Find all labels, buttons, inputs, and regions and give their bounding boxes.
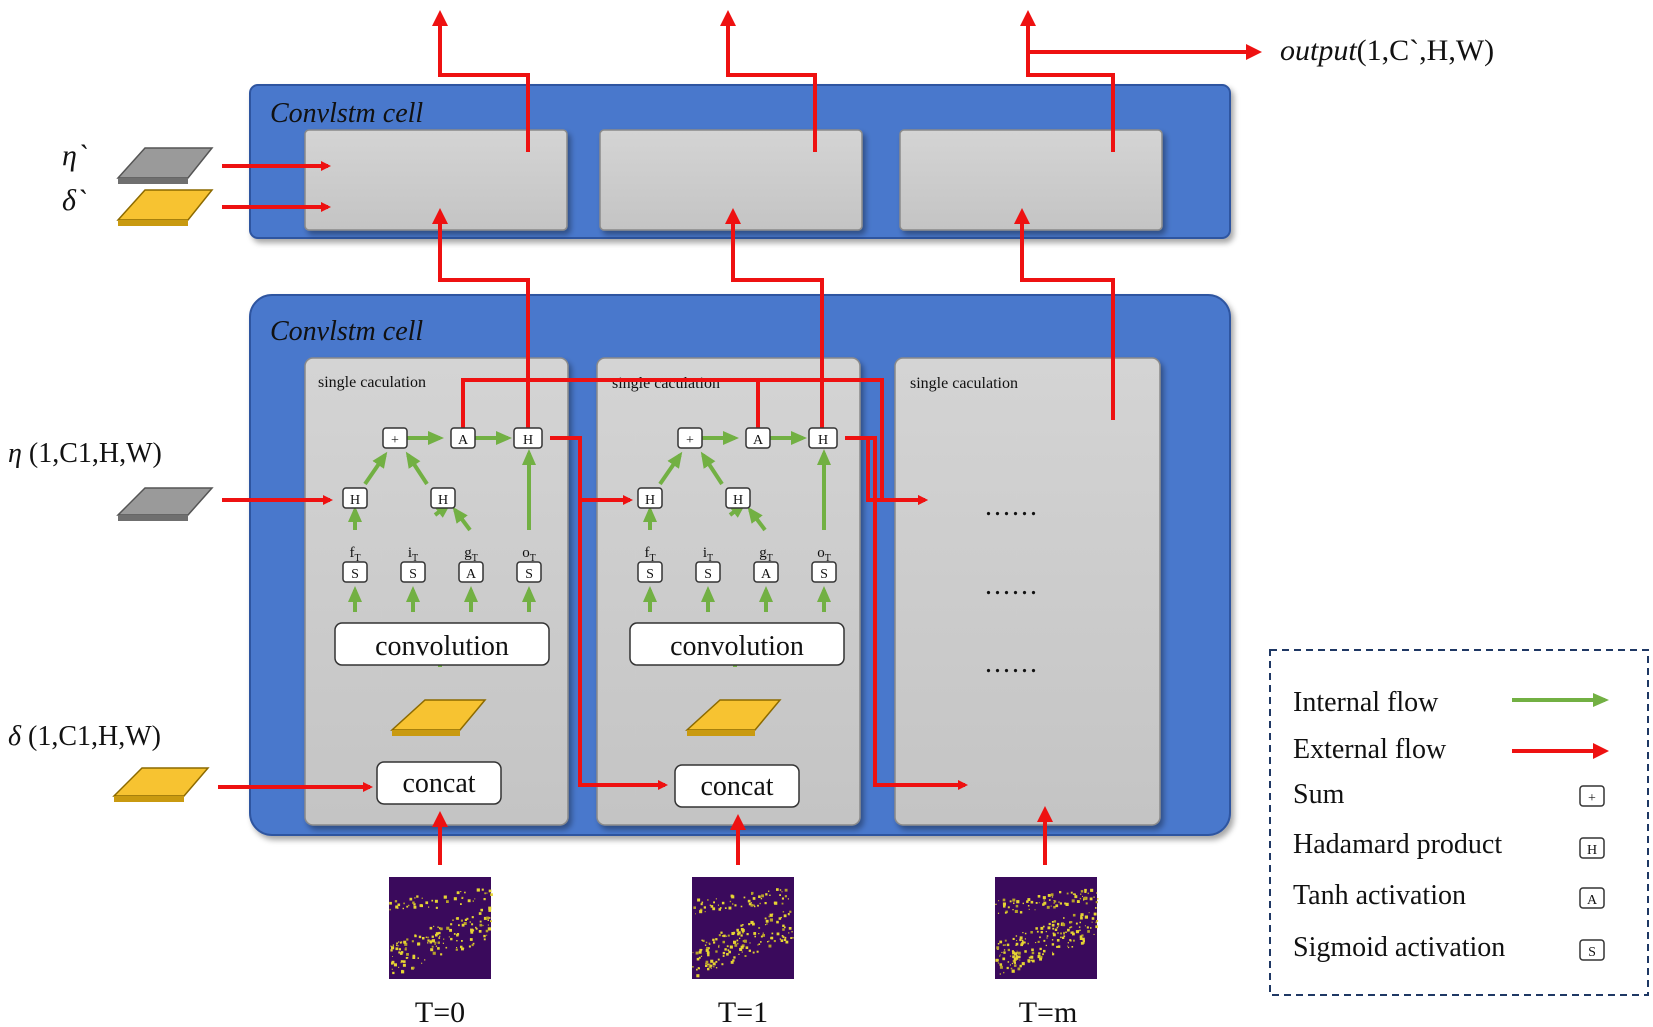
timestep-label-m: T=m [1019,996,1078,1027]
panel-3-dots-3: ...... [985,648,1039,679]
panel-2-hadamard-out: H [818,433,828,448]
panel-2-convolution-box [629,622,845,666]
legend-tanh-label: Tanh activation [1293,880,1466,911]
panel-1-concat-box [376,761,502,805]
delta-layer [112,767,210,797]
input-image-tm [995,877,1099,979]
panel-1-tanh-g: A [466,567,477,582]
legend-sum-label: Sum [1293,779,1345,810]
panel-1-hadamard-ig: H [438,493,448,508]
legend-internal-flow-label: Internal flow [1293,687,1439,718]
panel-3-dots-2: ...... [985,570,1039,601]
panel-2-gate-i: iT [703,545,713,564]
panel-1-sum: + [391,433,399,448]
legend-sum-symbol: + [1588,791,1596,806]
panel-2-gate-o: oT [817,545,831,564]
panel-2-gate-f: fT [644,545,655,564]
panel-1-gate-i: iT [408,545,418,564]
panel-1-gate-f: fT [349,545,360,564]
panel-1-sigmoid-i: S [409,567,417,582]
panel-1-gate-g: gT [464,545,478,564]
legend-sigmoid-label: Sigmoid activation [1293,932,1505,963]
panel-2-convolution-label: convolution [670,631,804,662]
eta-prime-label: η` [62,139,87,172]
legend: Internal flow External flow Sum + Hadama… [1269,649,1649,996]
input-image-t1 [692,877,794,979]
panel-1-internals: concat convolution fT iT gT oT S S A S H… [334,427,550,805]
panel-2-hadamard-f: H [645,493,655,508]
panel-2-sum: + [686,433,694,448]
panel-2-sigmoid-o: S [820,567,828,582]
legend-tanh-symbol: A [1587,893,1598,908]
delta-prime-label: δ` [62,184,86,217]
panel-1-hadamard-out: H [523,433,533,448]
eta-input-label: η (1,C1,H,W) [8,438,162,469]
legend-external-flow-label: External flow [1293,734,1447,765]
panel-3 [894,357,1161,826]
panel-3-title: single caculation [910,375,1018,392]
panel-2-hadamard-ig: H [733,493,743,508]
bottom-cell-title: Convlstm cell [270,316,423,347]
panel-1-tanh-c: A [458,433,469,448]
eta-prime-layer [116,147,214,179]
panel-2-concat-box [674,764,800,808]
panel-2-sigmoid-f: S [646,567,654,582]
panel-3-dots-1: ...... [985,491,1039,522]
panel-1-title: single caculation [318,374,426,391]
timestep-label-0: T=0 [415,996,465,1027]
legend-hadamard-label: Hadamard product [1293,829,1502,860]
delta-input-label: δ (1,C1,H,W) [8,721,161,752]
panel-1-concat-label: concat [402,768,475,799]
panel-2-internals: concat convolution fT iT gT oT S S A S H… [629,427,845,808]
input-image-t0 [389,877,493,979]
delta-prime-layer [116,189,214,221]
top-cell-title: Convlstm cell [270,98,423,129]
timestep-label-1: T=1 [718,996,768,1027]
legend-sigmoid-symbol: S [1588,945,1596,960]
panel-2-concat-label: concat [700,771,773,802]
panel-2-title: single caculation [612,375,720,392]
panel-2-tanh-g: A [761,567,772,582]
panel-1-sigmoid-f: S [351,567,359,582]
panel-1-gate-o: oT [522,545,536,564]
top-block-1 [304,129,568,231]
eta-layer [116,487,214,516]
panel-2-sigmoid-i: S [704,567,712,582]
panel-2-tanh-c: A [753,433,764,448]
panel-1-convolution-box [334,622,550,666]
panel-1-convolution-label: convolution [375,631,509,662]
panel-1-sigmoid-o: S [525,567,533,582]
panel-2 [596,357,861,826]
top-block-3 [899,129,1163,231]
panel-2-gate-g: gT [759,545,773,564]
output-label: output(1,C`,H,W) [1280,34,1494,67]
panel-1-hadamard-f: H [350,493,360,508]
external-flow-arrows [218,10,1262,865]
legend-hadamard-symbol: H [1587,843,1597,858]
